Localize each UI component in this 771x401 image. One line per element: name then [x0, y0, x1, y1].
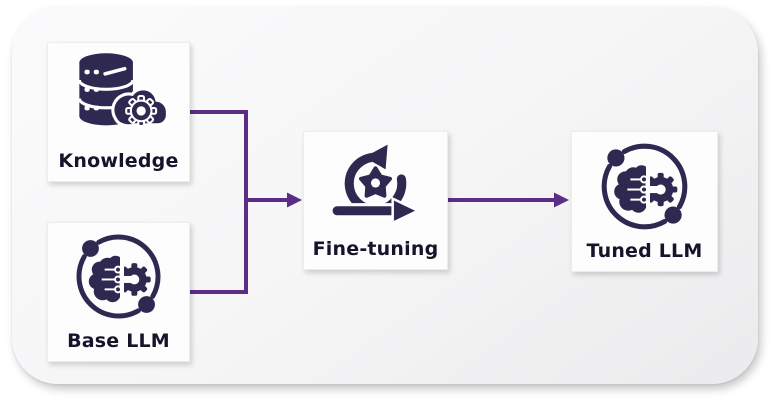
- node-label-base-llm: Base LLM: [67, 330, 170, 352]
- iteration-loop-icon: [304, 132, 447, 238]
- node-label-knowledge: Knowledge: [58, 150, 179, 172]
- node-base-llm: Base LLM: [47, 222, 190, 362]
- node-fine-tuning: Fine-tuning: [303, 131, 448, 270]
- brain-gear-icon: [572, 132, 717, 240]
- node-label-fine-tuning: Fine-tuning: [312, 238, 439, 260]
- brain-gear-icon: [48, 223, 189, 330]
- database-gear-icon: [48, 43, 189, 150]
- node-label-tuned-llm: Tuned LLM: [586, 240, 703, 262]
- node-tuned-llm: Tuned LLM: [571, 131, 718, 272]
- node-knowledge: Knowledge: [47, 42, 190, 182]
